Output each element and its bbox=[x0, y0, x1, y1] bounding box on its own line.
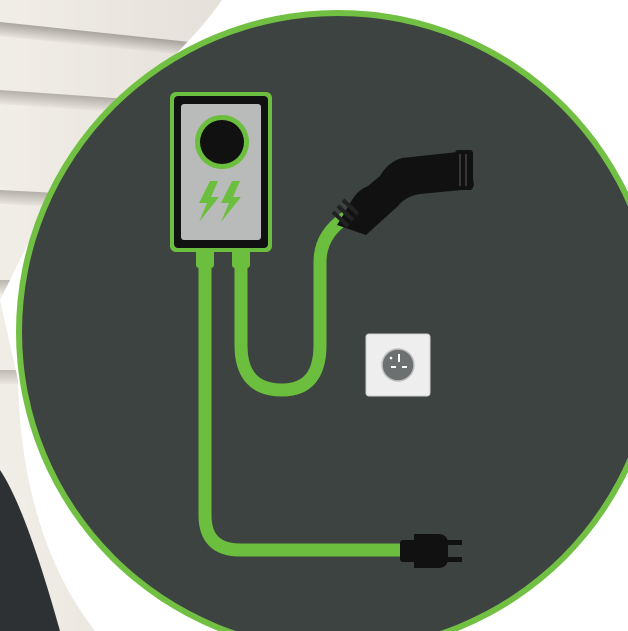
wall-outlet-icon bbox=[366, 334, 430, 396]
wall-charger-icon bbox=[170, 92, 272, 252]
